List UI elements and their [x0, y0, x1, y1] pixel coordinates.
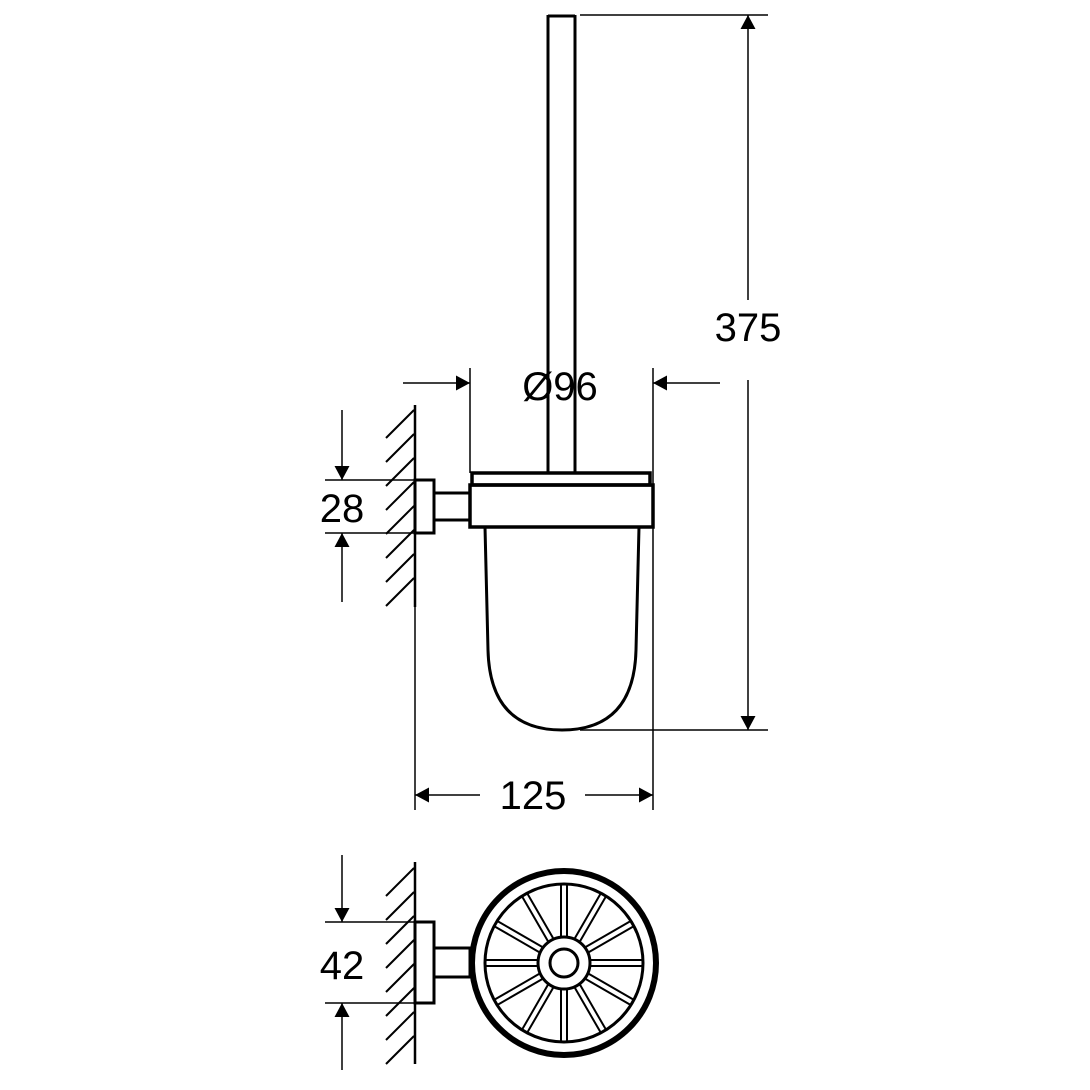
- bristle-line: [574, 893, 602, 939]
- cup-outer-ring: [469, 868, 659, 1058]
- bristle-line: [494, 925, 540, 953]
- hatch-line: [385, 915, 415, 945]
- bristle-line: [497, 978, 543, 1006]
- hatch-line: [385, 1011, 415, 1041]
- hatch-line: [385, 1035, 415, 1065]
- wall-side: [385, 405, 417, 607]
- arm-top: [432, 946, 472, 979]
- hatch-line: [385, 987, 415, 1017]
- hatch-line: [385, 891, 415, 921]
- bristle-line: [588, 973, 634, 1001]
- bristle-line: [579, 984, 607, 1030]
- hatch-line: [385, 505, 415, 535]
- hatch-line: [385, 939, 415, 969]
- bristle-line: [526, 893, 554, 939]
- hatch-line: [385, 553, 415, 583]
- bristle-line: [526, 987, 554, 1033]
- dimension-plate-side: 28: [320, 487, 365, 531]
- hatch-line: [385, 481, 415, 511]
- hatch-line: [385, 867, 415, 897]
- hatch-line: [385, 577, 415, 607]
- bristle-line: [521, 984, 549, 1030]
- wall-plate-side: [413, 478, 436, 535]
- cup: [483, 526, 641, 732]
- bristle-line: [588, 925, 634, 953]
- bristle-line: [521, 896, 549, 942]
- wall-plate-top: [413, 920, 436, 1005]
- arm-side: [432, 491, 472, 522]
- bristle-line: [579, 896, 607, 942]
- bristle-line: [585, 920, 631, 948]
- wall-top: [385, 862, 417, 1065]
- brush-bristles: [486, 885, 642, 1041]
- hatch-line: [385, 433, 415, 463]
- bristle-line: [585, 978, 631, 1006]
- holder-cap: [468, 471, 655, 529]
- hatch-line: [385, 457, 415, 487]
- dimension-projection: 125: [500, 774, 567, 818]
- brush-hub: [536, 935, 592, 991]
- dimension-plate-top: 42: [320, 944, 365, 988]
- hatch-line: [385, 409, 415, 439]
- hatch-line: [385, 963, 415, 993]
- hatch-line: [385, 529, 415, 559]
- bristle-line: [574, 987, 602, 1033]
- bristle-line: [497, 920, 543, 948]
- bristle-line: [494, 973, 540, 1001]
- dimension-diameter: Ø96: [522, 365, 598, 409]
- dimension-height: 375: [715, 306, 782, 350]
